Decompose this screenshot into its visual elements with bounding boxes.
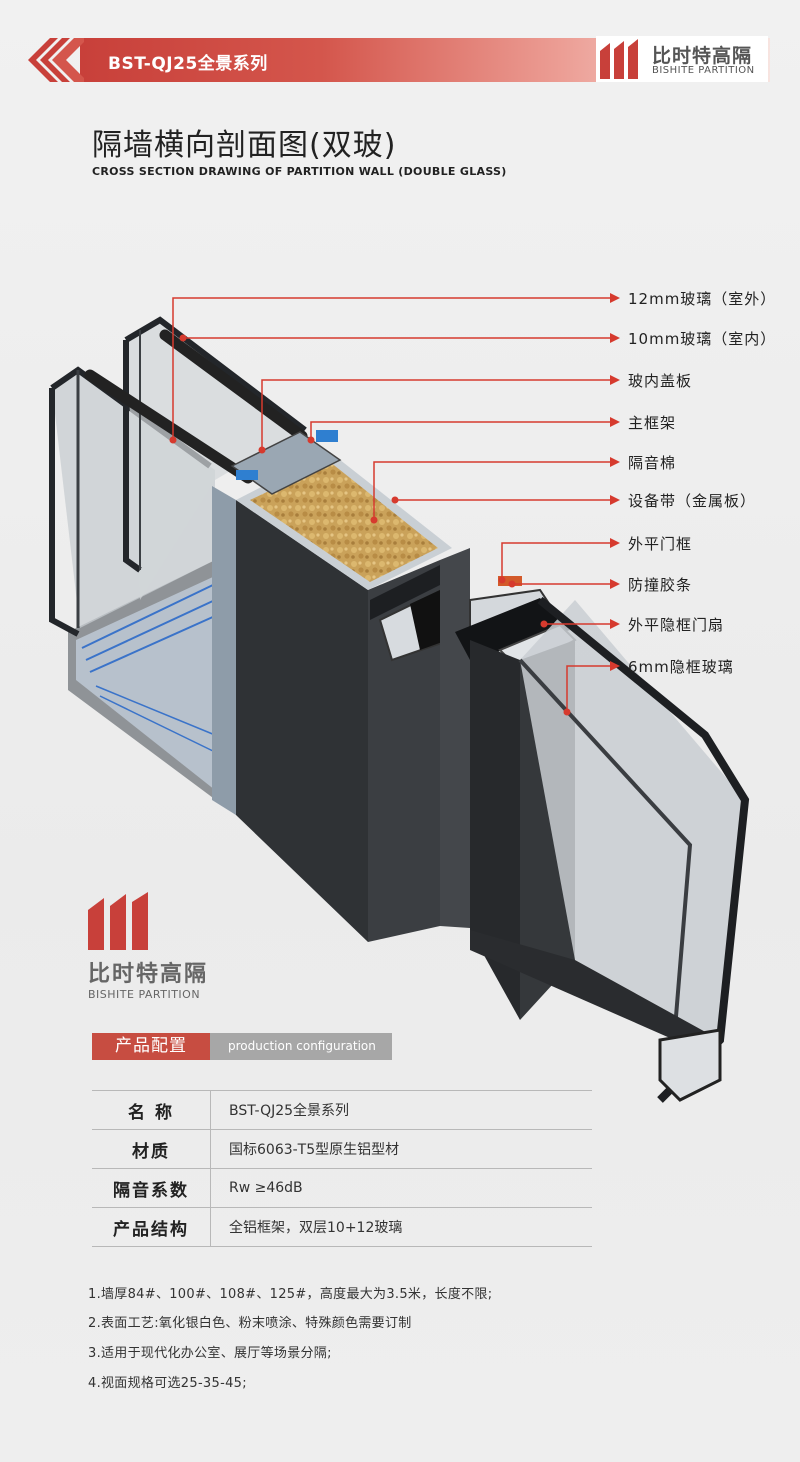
main-frame bbox=[212, 430, 470, 942]
brand-logo-top: 比时特高隔 BISHITE PARTITION bbox=[596, 36, 768, 82]
spec-table: 名 称 BST-QJ25全景系列 材质 国标6063-T5型原生铝型材 隔音系数… bbox=[92, 1090, 592, 1247]
table-row: 产品结构 全铝框架，双层10+12玻璃 bbox=[92, 1207, 592, 1247]
callout-leaders bbox=[172, 297, 612, 712]
callout-glass-cover-plate: 玻内盖板 bbox=[628, 372, 693, 390]
inner-glass-pane bbox=[84, 316, 308, 600]
spec-value: Rw ≥46dB bbox=[210, 1168, 592, 1208]
chevron-left-icon bbox=[28, 38, 84, 82]
spec-key: 名 称 bbox=[92, 1090, 211, 1130]
outer-glass-pane bbox=[49, 366, 215, 637]
brand-name-en: BISHITE PARTITION bbox=[88, 988, 201, 1001]
callout-glass-12mm: 12mm玻璃（室外） bbox=[628, 290, 777, 308]
spec-key: 材质 bbox=[92, 1129, 211, 1169]
config-heading: 产品配置 production configuration bbox=[92, 1033, 392, 1060]
callout-bumper-strip: 防撞胶条 bbox=[628, 576, 693, 594]
callout-door-frame: 外平门框 bbox=[628, 535, 693, 553]
spec-key: 隔音系数 bbox=[92, 1168, 211, 1208]
config-title-en: production configuration bbox=[210, 1033, 392, 1060]
brand-logo-mid: 比时特高隔 BISHITE PARTITION bbox=[88, 892, 248, 1012]
callout-glass-6mm: 6mm隐框玻璃 bbox=[628, 658, 734, 676]
spec-value: 全铝框架，双层10+12玻璃 bbox=[210, 1207, 592, 1247]
brand-name-cn: 比时特高隔 bbox=[652, 45, 753, 67]
brand-name-cn: 比时特高隔 bbox=[88, 962, 209, 987]
spec-value: 国标6063-T5型原生铝型材 bbox=[210, 1129, 592, 1169]
callout-door-leaf: 外平隐框门扇 bbox=[628, 616, 725, 634]
floor-track bbox=[68, 560, 236, 815]
series-title: BST-QJ25全景系列 bbox=[108, 54, 268, 74]
table-row: 材质 国标6063-T5型原生铝型材 bbox=[92, 1129, 592, 1169]
note-item: 2.表面工艺:氧化银白色、粉末喷涂、特殊颜色需要订制 bbox=[88, 1316, 412, 1331]
callout-main-frame: 主框架 bbox=[628, 414, 677, 432]
table-row: 名 称 BST-QJ25全景系列 bbox=[92, 1090, 592, 1130]
page-title: 隔墙横向剖面图(双玻) bbox=[92, 128, 397, 163]
spec-key: 产品结构 bbox=[92, 1207, 211, 1247]
table-row: 隔音系数 Rw ≥46dB bbox=[92, 1168, 592, 1208]
callout-arrowheads bbox=[610, 293, 620, 671]
brand-mark-icon bbox=[88, 892, 148, 950]
note-item: 3.适用于现代化办公室、展厅等场景分隔; bbox=[88, 1346, 332, 1361]
callout-sound-insulation: 隔音棉 bbox=[628, 454, 677, 472]
brand-mark-icon bbox=[600, 39, 638, 79]
note-item: 4.视面规格可选25-35-45; bbox=[88, 1376, 247, 1391]
note-item: 1.墙厚84#、100#、108#、125#，高度最大为3.5米，长度不限; bbox=[88, 1287, 493, 1302]
spec-value: BST-QJ25全景系列 bbox=[210, 1090, 592, 1130]
callout-glass-10mm: 10mm玻璃（室内） bbox=[628, 330, 777, 348]
brand-name-en: BISHITE PARTITION bbox=[652, 65, 755, 76]
callout-equipment-strip: 设备带（金属板） bbox=[628, 492, 757, 510]
config-title-cn: 产品配置 bbox=[92, 1033, 210, 1060]
page-subtitle: CROSS SECTION DRAWING OF PARTITION WALL … bbox=[92, 165, 507, 178]
callout-dots bbox=[169, 334, 571, 716]
